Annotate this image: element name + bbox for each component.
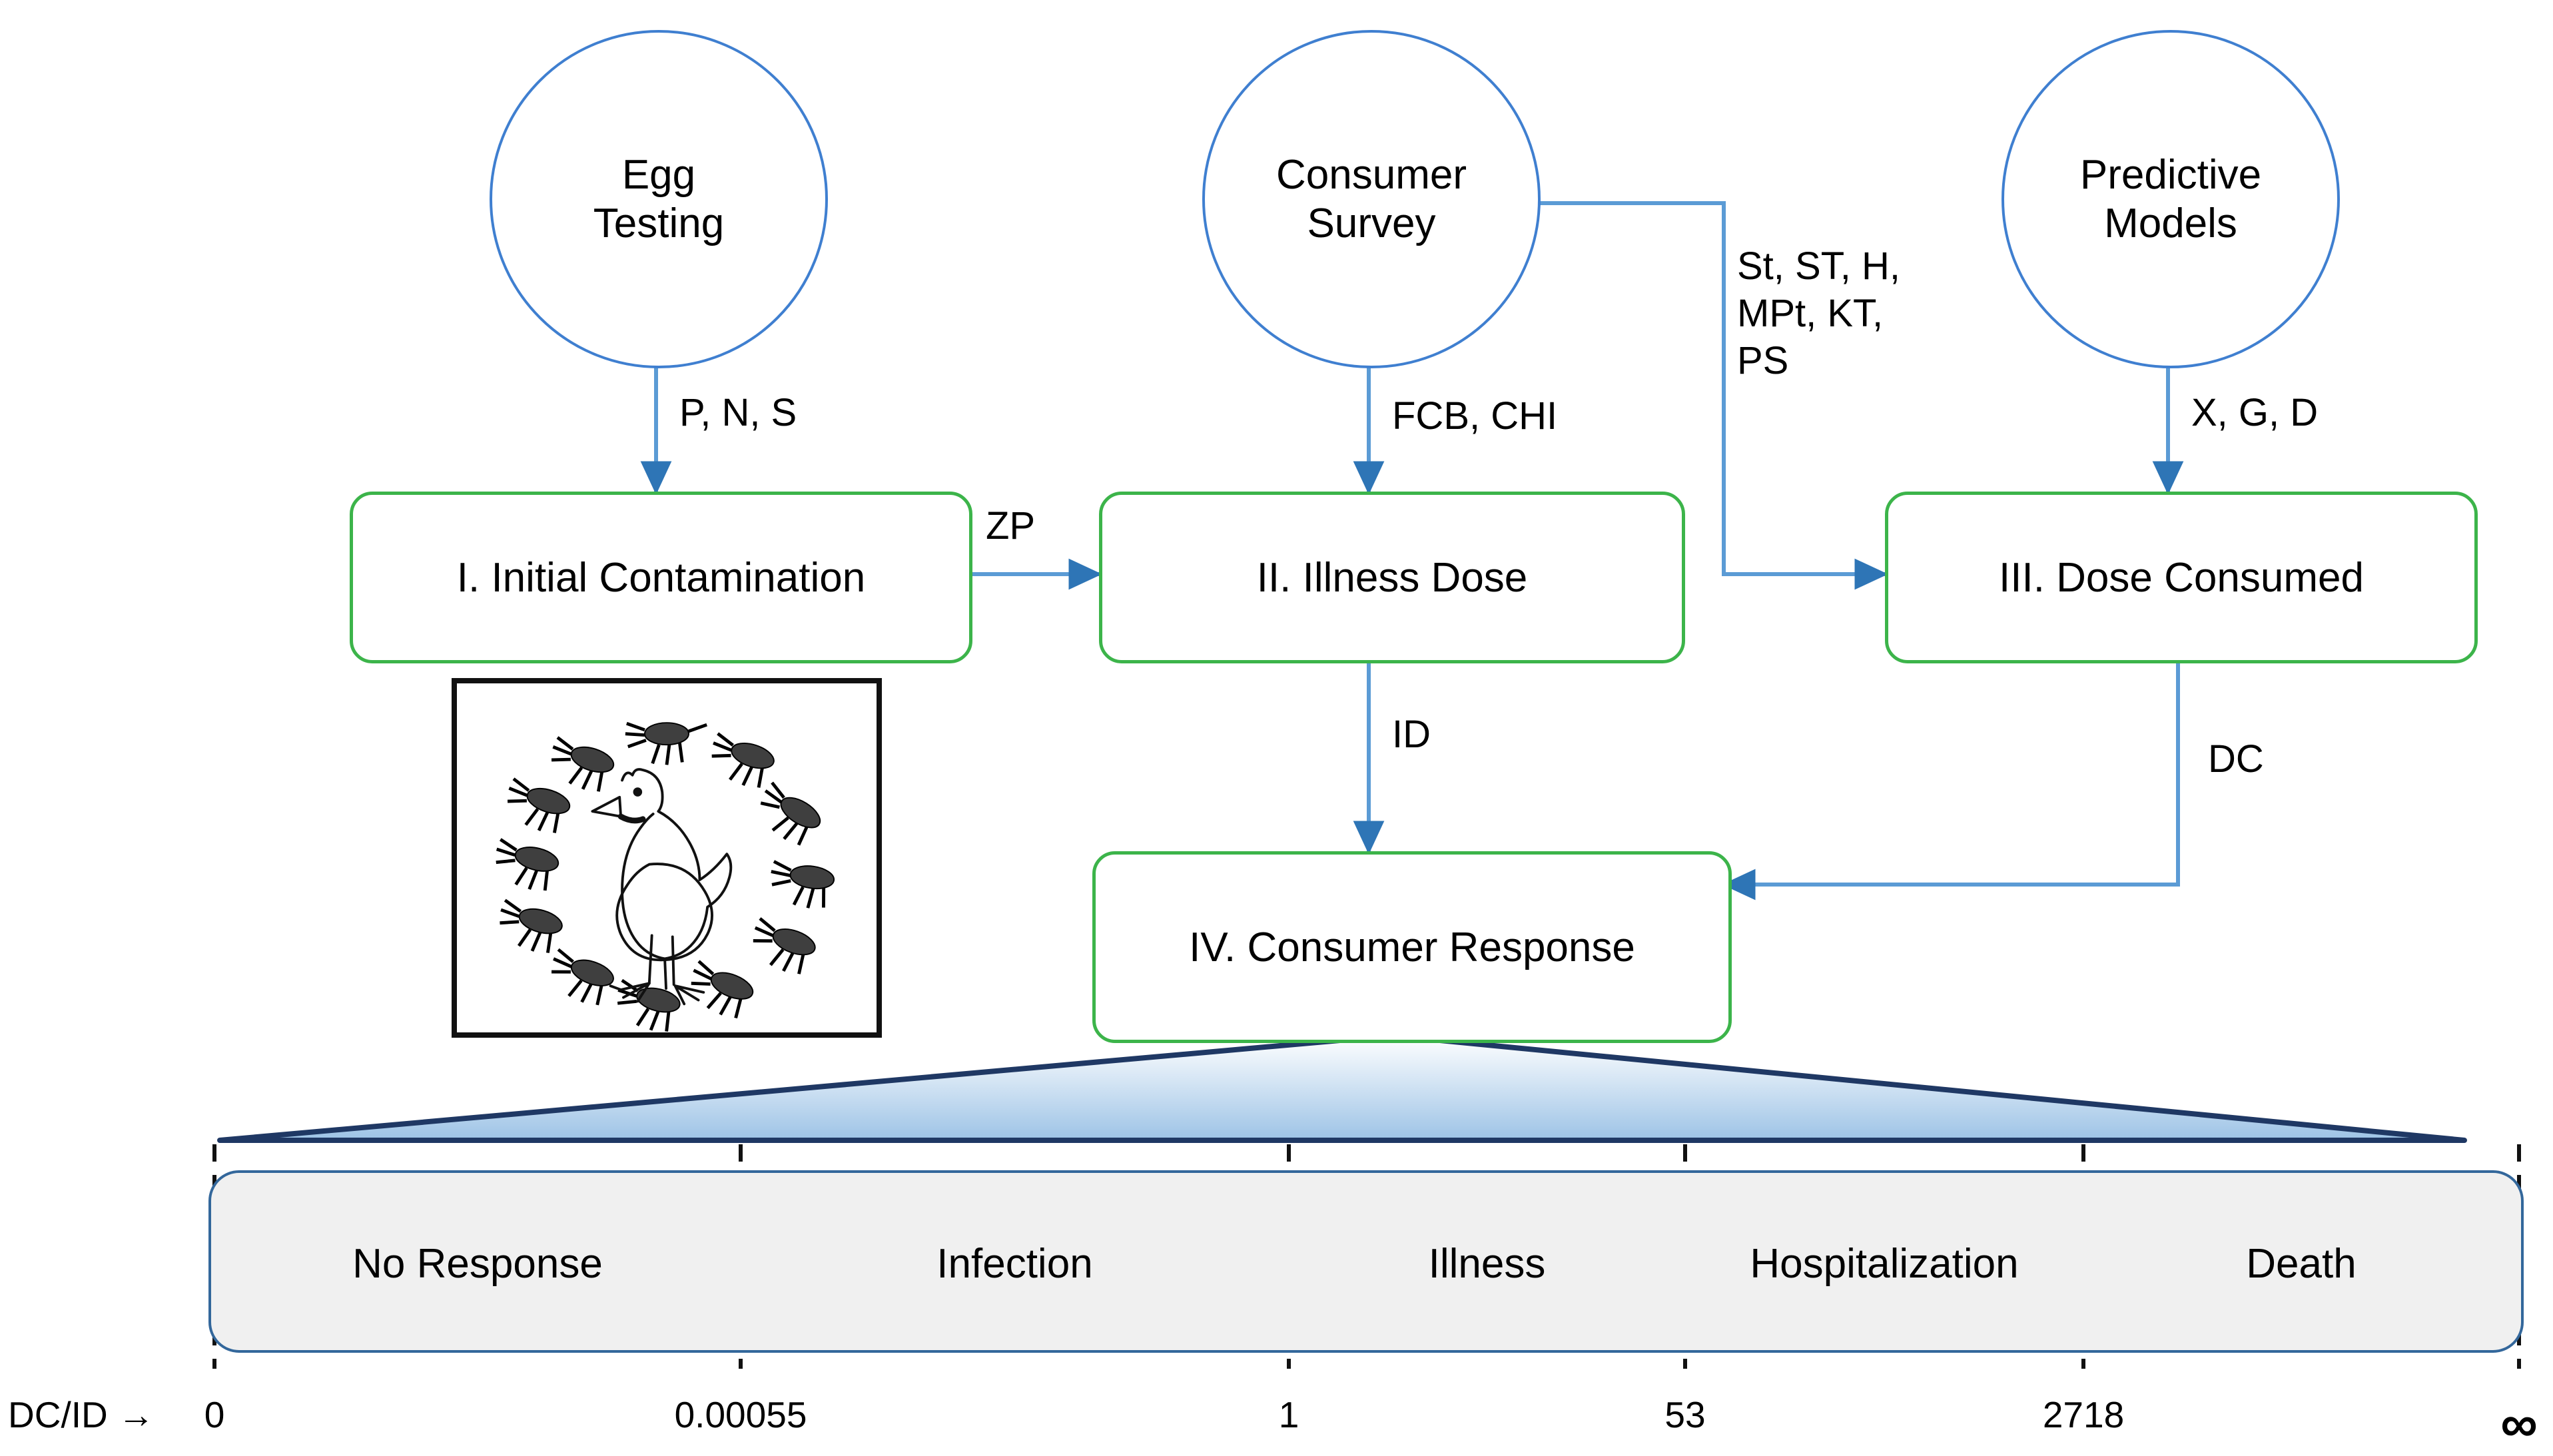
source-egg-testing-label: Egg Testing [593,151,725,246]
response-scale-band [208,1170,2524,1353]
scale-tick-label-53: 53 [1664,1394,1706,1435]
bacterium-icon [496,721,835,1032]
scale-segment-hospitalization: Hospitalization [1750,1241,2019,1287]
source-predictive-models-label: Predictive Models [2079,151,2262,246]
scale-segment-death: Death [2246,1241,2357,1287]
arrow-stage3-to-stage4 [1722,656,2180,901]
scale-tick-label-1: 1 [1278,1394,1299,1435]
scale-tick-label-0-00055: 0.00055 [674,1394,807,1435]
stage-box-illness-dose[interactable]: II. Illness Dose [1099,492,1685,663]
scale-tick-label-2718: 2718 [2042,1394,2125,1435]
scale-tick-label-0: 0 [204,1394,225,1435]
chicken-icon [591,768,733,1006]
edge-label-zp: ZP [986,504,1036,547]
chicken-illustration-svg [496,721,835,1032]
edge-label-pns: P, N, S [679,391,797,434]
scale-segment-infection: Infection [936,1241,1093,1287]
stage-box-initial-contamination[interactable]: I. Initial Contamination [350,492,972,663]
chicken-bacteria-illustration [452,678,882,1038]
edge-label-fcb-chi: FCB, CHI [1392,394,1558,438]
stage-2-label: II. Illness Dose [1256,554,1528,601]
source-consumer-survey[interactable]: Consumer Survey [1202,30,1541,368]
stage-1-label: I. Initial Contamination [456,554,866,601]
source-consumer-survey-label: Consumer Survey [1276,151,1467,246]
stage-3-label: III. Dose Consumed [1999,554,2364,601]
expansion-triangle [217,1033,2467,1143]
edge-label-survey-params: St, ST, H, MPt, KT, PS [1737,244,1900,382]
edge-label-xgd: X, G, D [2191,391,2319,434]
scale-axis-label: DC/ID → [8,1394,155,1435]
edge-label-id: ID [1392,713,1431,756]
stage-box-dose-consumed[interactable]: III. Dose Consumed [1885,492,2478,663]
arrow-survey-to-stage3 [1499,201,1888,590]
edge-label-dc: DC [2208,737,2264,781]
source-egg-testing[interactable]: Egg Testing [490,30,828,368]
stage-box-consumer-response[interactable]: IV. Consumer Response [1092,851,1732,1043]
stage-4-label: IV. Consumer Response [1189,924,1635,970]
scale-segment-no-response: No Response [352,1241,603,1287]
scale-segment-illness: Illness [1428,1241,1546,1287]
source-predictive-models[interactable]: Predictive Models [2002,30,2340,368]
scale-tick-label-infinity: ∞ [2500,1394,2538,1453]
